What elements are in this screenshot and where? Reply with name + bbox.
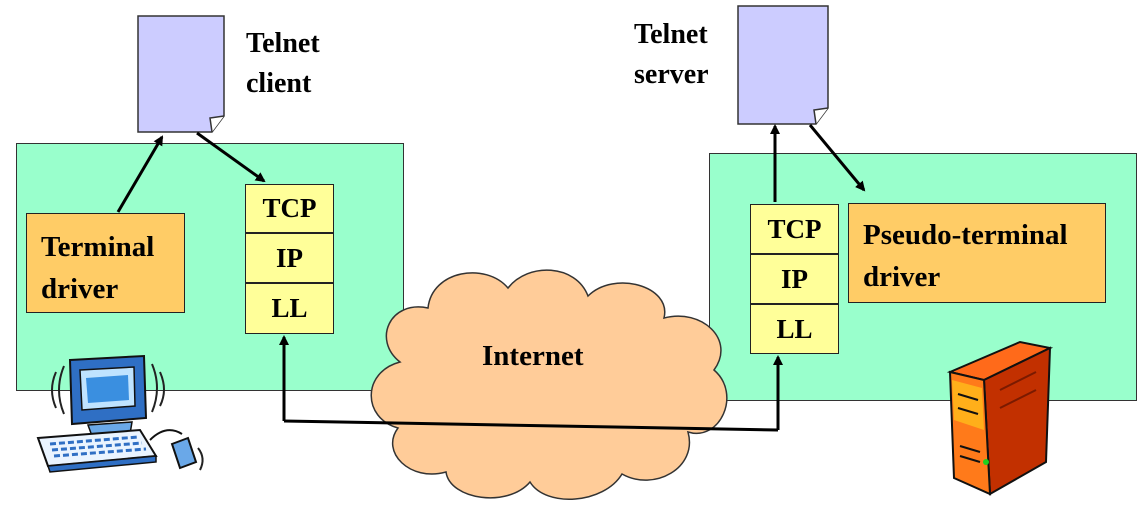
server-document-icon	[737, 5, 829, 125]
server-tower-icon	[946, 340, 1054, 496]
server-ip-layer: IP	[750, 254, 839, 304]
server-label-line2: server	[634, 59, 709, 90]
pseudo-terminal-driver-line1: Pseudo-terminal	[863, 219, 1068, 251]
pseudo-terminal-driver-box: Pseudo-terminal driver	[848, 203, 1106, 303]
client-ll-layer: LL	[245, 283, 334, 334]
client-tcp-layer: TCP	[245, 184, 334, 233]
terminal-driver-line1: Terminal	[41, 231, 155, 263]
client-computer-icon	[36, 354, 204, 473]
client-label-line2: client	[246, 68, 312, 99]
internet-cloud-icon	[370, 269, 728, 500]
terminal-driver-box: Terminal driver	[26, 213, 185, 313]
internet-label: Internet	[482, 340, 584, 372]
server-ll-layer: LL	[750, 304, 839, 354]
terminal-driver-line2: driver	[41, 273, 119, 305]
client-label: Telnet client	[246, 24, 320, 104]
client-ip-layer: IP	[245, 233, 334, 283]
arrow-driver-to-client	[116, 135, 164, 213]
client-document-icon	[137, 15, 225, 133]
arrow-server-to-pty	[808, 124, 866, 192]
server-label-line1: Telnet	[634, 19, 708, 50]
network-path-line	[283, 419, 779, 432]
arrow-client-to-tcp	[196, 131, 266, 183]
client-label-line1: Telnet	[246, 28, 320, 59]
server-tcp-layer: TCP	[750, 204, 839, 254]
pseudo-terminal-driver-line2: driver	[863, 261, 941, 293]
server-label: Telnet server	[634, 15, 709, 95]
